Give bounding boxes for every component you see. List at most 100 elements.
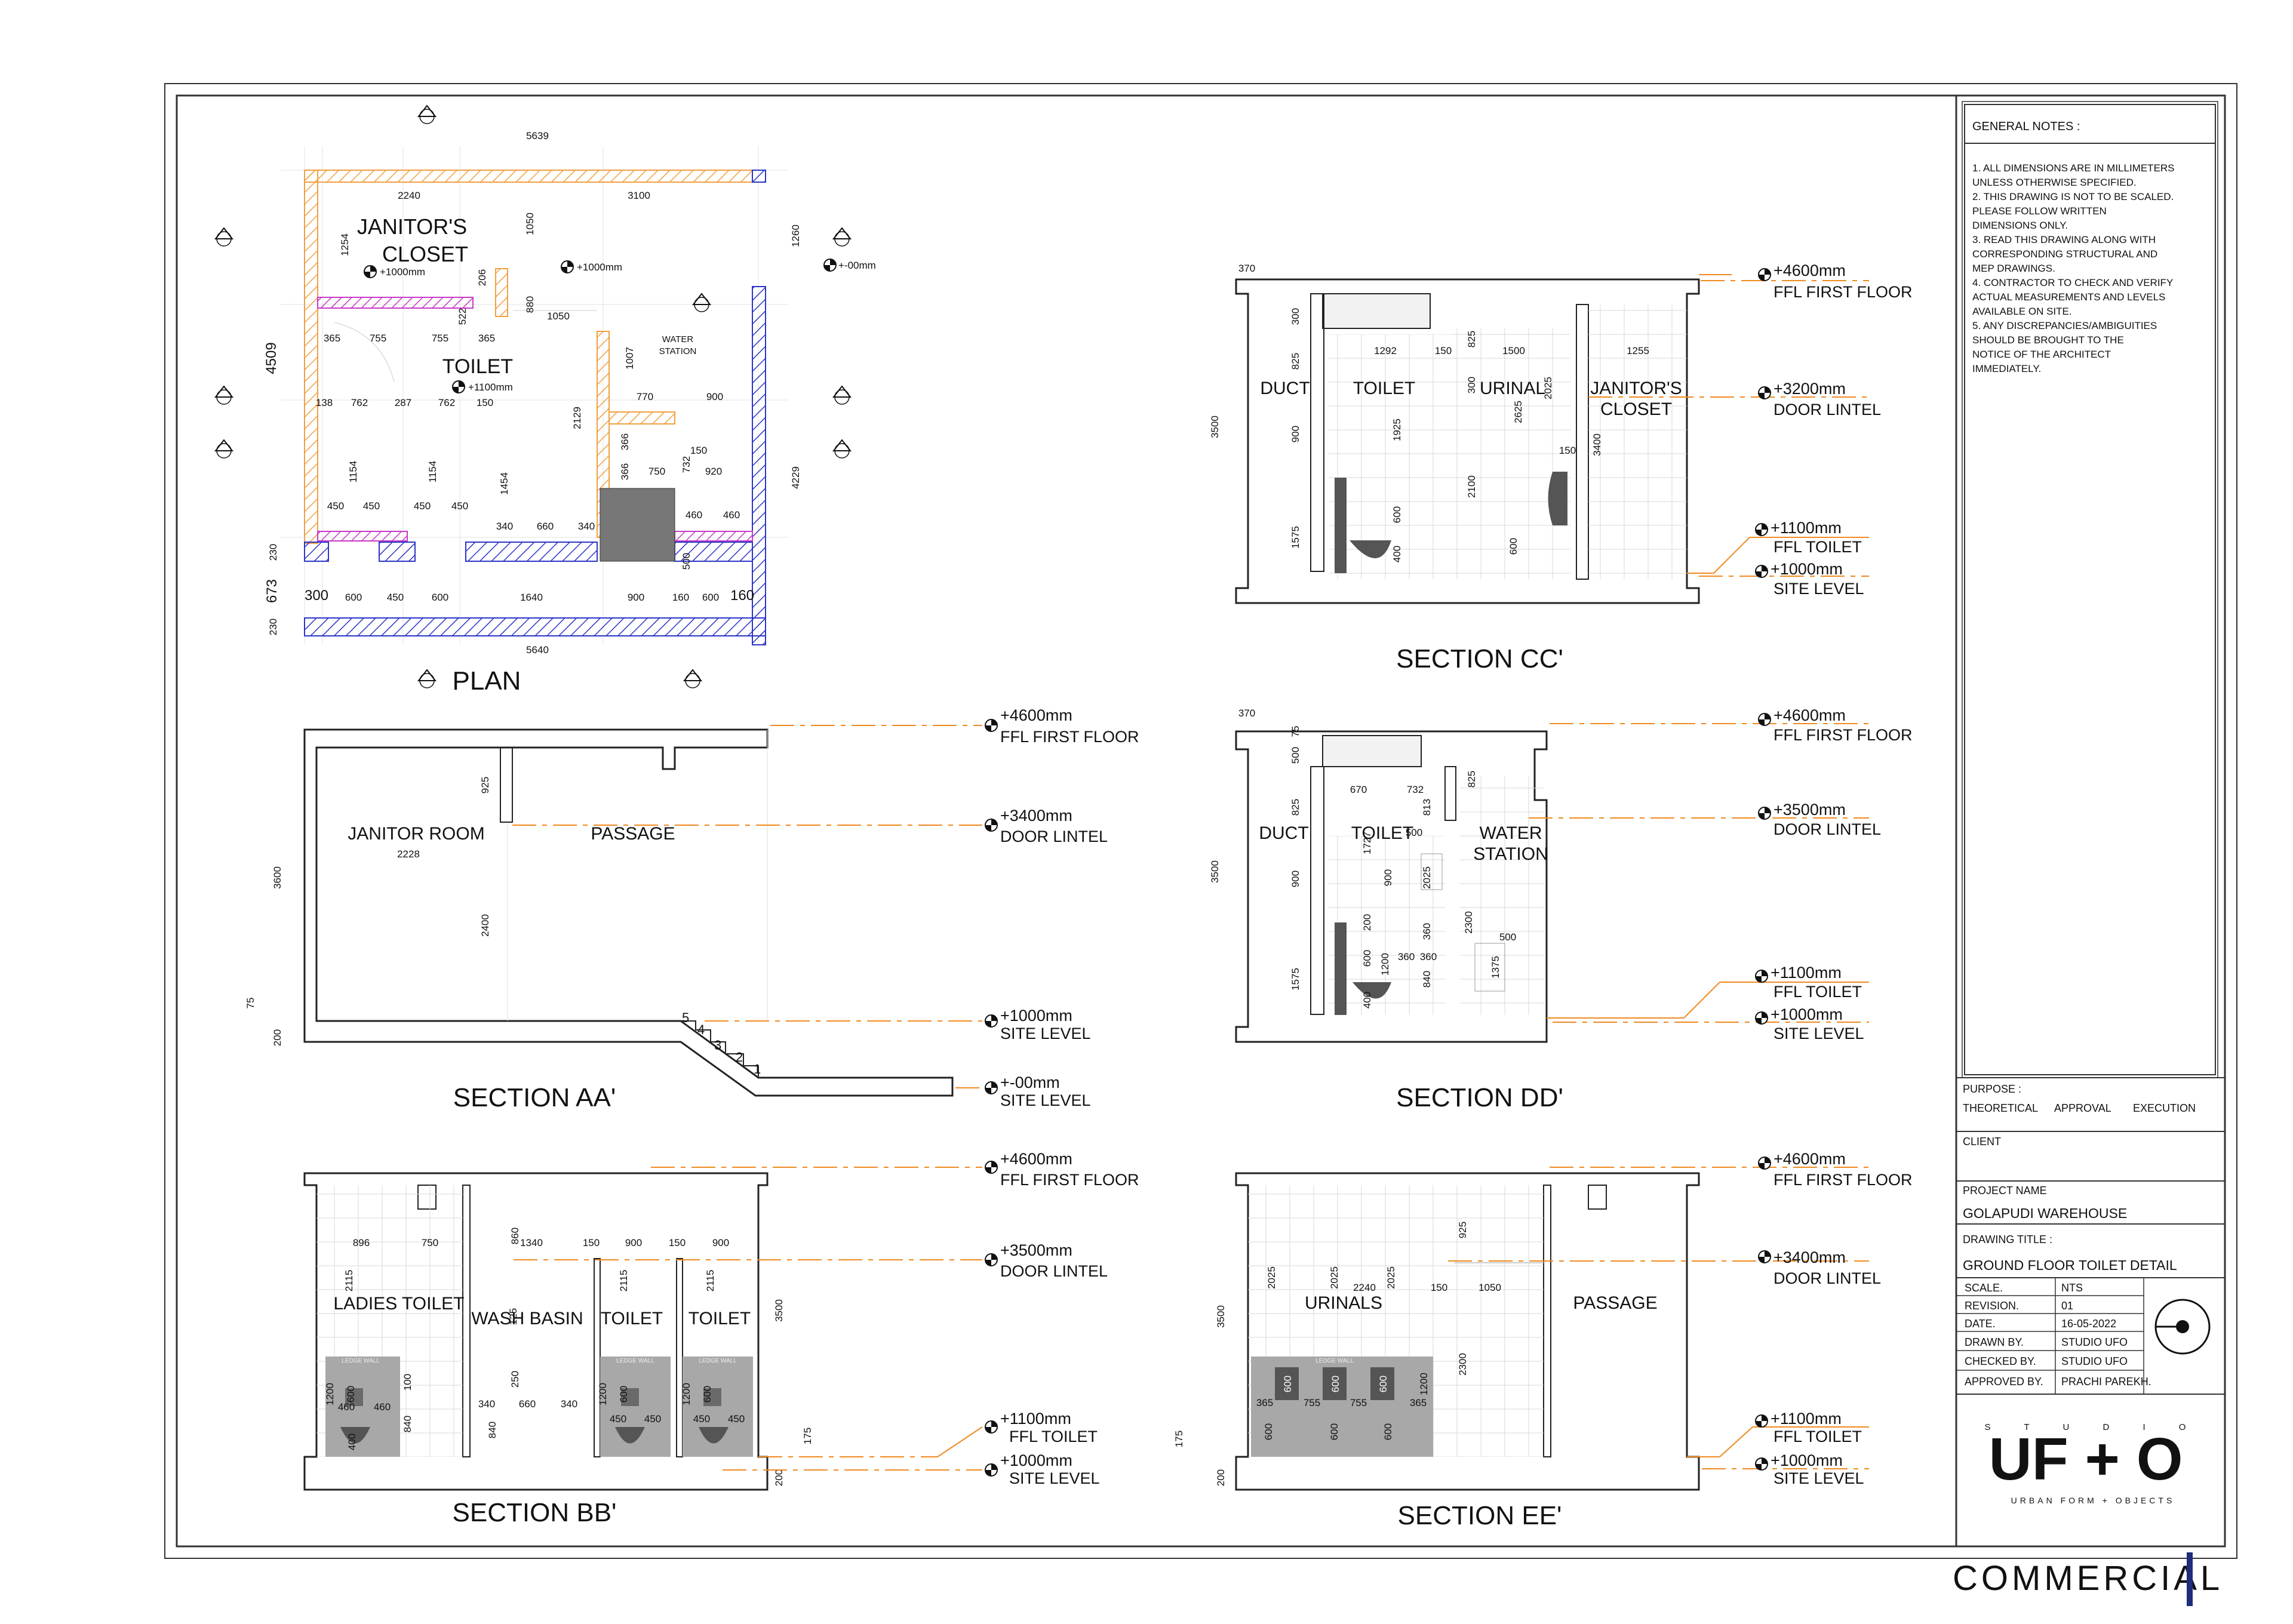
svg-text:500: 500 [1290, 747, 1301, 764]
section-aa-dimensions: 2228 925 3600 2400 75 200 5 4 3 2 1 [245, 777, 761, 1076]
section-cc-title: SECTION CC' [1396, 644, 1563, 673]
svg-text:+-00mm: +-00mm [838, 260, 876, 271]
svg-text:FFL FIRST FLOOR: FFL FIRST FLOOR [1000, 728, 1139, 746]
svg-text:FFL FIRST FLOOR: FFL FIRST FLOOR [1773, 1171, 1913, 1189]
svg-text:4509: 4509 [263, 342, 279, 374]
svg-text:500: 500 [1499, 931, 1516, 943]
svg-text:366: 366 [619, 433, 631, 450]
svg-text:1575: 1575 [1290, 968, 1301, 991]
plan-level-outside: +-00mm [823, 259, 876, 272]
svg-text:1575: 1575 [1290, 526, 1301, 549]
footer-accent-bar [2187, 1552, 2193, 1606]
svg-text:+1000mm: +1000mm [380, 266, 425, 278]
section-bb-title: SECTION BB' [453, 1498, 617, 1527]
svg-text:365: 365 [1410, 1397, 1427, 1408]
section-ee-room-urinals: URINALS [1305, 1293, 1382, 1313]
svg-text:900: 900 [712, 1237, 729, 1248]
svg-text:370: 370 [1238, 263, 1255, 274]
svg-text:GENERAL NOTES :: GENERAL NOTES : [1972, 120, 2080, 133]
svg-text:340: 340 [578, 521, 595, 532]
svg-text:600: 600 [1361, 950, 1373, 967]
svg-text:360: 360 [1398, 951, 1415, 962]
svg-text:150: 150 [1431, 1282, 1447, 1293]
svg-text:250: 250 [509, 1371, 521, 1388]
svg-text:1925: 1925 [1391, 419, 1403, 441]
section-aa-title: SECTION AA' [453, 1083, 616, 1112]
svg-text:2625: 2625 [1513, 401, 1524, 423]
north-arrow-icon [2154, 1299, 2211, 1355]
svg-text:+4600mm: +4600mm [1000, 706, 1072, 724]
svg-text:840: 840 [487, 1422, 498, 1438]
svg-text:300: 300 [305, 588, 328, 604]
svg-text:600: 600 [618, 1386, 629, 1402]
svg-text:1200: 1200 [1418, 1373, 1430, 1395]
svg-text:FFL FIRST FLOOR: FFL FIRST FLOOR [1773, 283, 1913, 301]
svg-text:+4600mm: +4600mm [1773, 706, 1846, 724]
svg-text:75: 75 [1290, 726, 1301, 737]
svg-text:1. ALL DIMENSIONS ARE IN MILL: 1. ALL DIMENSIONS ARE IN MILLIMETERS [1972, 162, 2175, 174]
svg-text:+1000mm: +1000mm [1771, 1005, 1843, 1023]
svg-text:2240: 2240 [398, 190, 420, 201]
section-bb-levels: +4600mm FFL FIRST FLOOR +3500mm DOOR LIN… [514, 1150, 1139, 1487]
svg-text:3400: 3400 [1591, 433, 1603, 456]
svg-text:2100: 2100 [1466, 475, 1477, 498]
svg-text:400: 400 [346, 1434, 358, 1450]
svg-text:900: 900 [625, 1237, 642, 1248]
svg-text:+1000mm: +1000mm [1000, 1007, 1072, 1025]
section-ee-title: SECTION EE' [1398, 1501, 1562, 1530]
svg-text:755: 755 [1304, 1397, 1320, 1408]
svg-text:600: 600 [702, 592, 719, 603]
svg-text:2025: 2025 [1385, 1266, 1397, 1289]
svg-text:+1100mm: +1100mm [468, 382, 513, 393]
svg-text:200: 200 [1215, 1469, 1227, 1486]
svg-text:920: 920 [705, 466, 722, 477]
svg-text:100: 100 [402, 1374, 413, 1391]
plan-level-passage: +1000mm [561, 260, 622, 273]
svg-text:SITE LEVEL: SITE LEVEL [1009, 1469, 1100, 1487]
svg-text:DRAWN BY.: DRAWN BY. [1965, 1336, 2024, 1348]
svg-text:230: 230 [268, 619, 279, 635]
svg-text:300: 300 [1466, 377, 1477, 393]
svg-text:600: 600 [702, 1386, 713, 1402]
svg-text:2228: 2228 [397, 848, 420, 860]
svg-text:1375: 1375 [1490, 956, 1501, 979]
svg-text:600: 600 [1508, 538, 1519, 555]
svg-text:DOOR LINTEL: DOOR LINTEL [1000, 828, 1108, 845]
svg-text:SITE LEVEL: SITE LEVEL [1773, 1025, 1864, 1042]
svg-text:900: 900 [1290, 871, 1301, 887]
plan-room-janitor-2: CLOSET [382, 242, 468, 266]
svg-text:460: 460 [686, 509, 702, 521]
svg-text:755: 755 [1350, 1397, 1367, 1408]
svg-text:287: 287 [395, 397, 411, 408]
section-bb-room-ladies: LADIES TOILET [334, 1294, 465, 1314]
section-dd-dimensions: 370 500 75 825 3500 900 1575 670 732 813… [1209, 708, 1516, 1008]
svg-text:4. CONTRACTOR TO CHECK AND VER: 4. CONTRACTOR TO CHECK AND VERIFY [1972, 277, 2173, 288]
svg-text:500: 500 [1406, 827, 1422, 838]
svg-text:2025: 2025 [1329, 1266, 1340, 1289]
svg-text:150: 150 [669, 1237, 686, 1248]
svg-text:+1000mm: +1000mm [1771, 1451, 1843, 1469]
svg-text:160: 160 [730, 588, 754, 604]
svg-text:1050: 1050 [547, 310, 570, 322]
svg-text:400: 400 [1391, 546, 1403, 562]
svg-text:1154: 1154 [427, 461, 438, 483]
svg-text:206: 206 [477, 269, 488, 286]
svg-text:450: 450 [610, 1413, 626, 1425]
section-dd-levels: +4600mm FFL FIRST FLOOR +3500mm DOOR LIN… [1529, 706, 1913, 1042]
svg-text:SHOULD BE BROUGHT TO THE: SHOULD BE BROUGHT TO THE [1972, 334, 2124, 346]
svg-text:450: 450 [414, 500, 431, 512]
svg-text:+1100mm: +1100mm [1771, 964, 1842, 982]
svg-text:SITE LEVEL: SITE LEVEL [1773, 1469, 1864, 1487]
svg-text:1050: 1050 [524, 213, 536, 235]
svg-text:3500: 3500 [1209, 860, 1221, 883]
plan-room-water-2: STATION [659, 346, 697, 356]
svg-text:DOOR LINTEL: DOOR LINTEL [1000, 1262, 1108, 1280]
section-cc-dimensions: 370 300 825 3500 900 1575 1292 150 825 1… [1209, 263, 1649, 562]
section-bb-room-toilet-1: TOILET [601, 1309, 663, 1328]
svg-text:150: 150 [583, 1237, 600, 1248]
svg-text:365: 365 [478, 333, 495, 344]
svg-text:2300: 2300 [1457, 1353, 1468, 1376]
svg-text:600: 600 [345, 592, 362, 603]
svg-text:1: 1 [754, 1062, 761, 1076]
svg-text:600: 600 [1263, 1423, 1274, 1440]
